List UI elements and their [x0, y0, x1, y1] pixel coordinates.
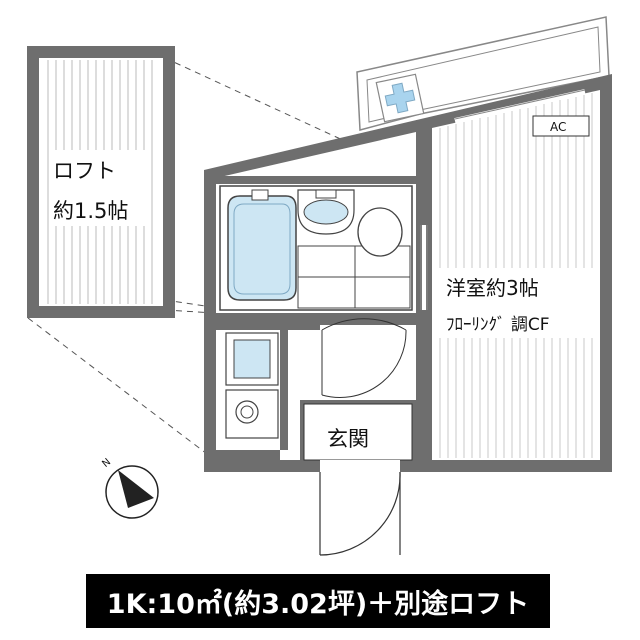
- entrance: 玄関: [303, 403, 413, 461]
- bath-door-swing: [321, 318, 407, 398]
- balcony: [356, 16, 610, 131]
- bathtub: [227, 195, 297, 301]
- kitchen: [225, 332, 279, 439]
- balcony-drain-icon: [375, 73, 425, 123]
- entrance-label: 玄関: [327, 427, 369, 451]
- compass-icon: N: [100, 457, 159, 519]
- washbasin: [297, 189, 355, 235]
- loft: ロフト 約1.5帖: [27, 46, 175, 318]
- ac-unit: AC: [532, 115, 590, 137]
- unit-bath: [219, 185, 413, 311]
- caption-banner: 1K:10㎡(約3.02坪)＋別途ロフト: [86, 574, 550, 628]
- loft-size-label: 約1.5帖: [53, 199, 128, 223]
- western-room-floor-label: ﾌﾛｰﾘﾝｸﾞ 調CF: [446, 315, 550, 335]
- entrance-door: [319, 460, 401, 556]
- toilet: [357, 207, 403, 257]
- western-room-label: 洋室約3帖: [446, 276, 539, 300]
- caption-text: 1K:10㎡(約3.02坪)＋別途ロフト: [106, 588, 530, 620]
- loft-label: ロフト: [53, 159, 116, 183]
- ac-label: AC: [550, 120, 566, 134]
- compass-north-label: N: [100, 457, 113, 470]
